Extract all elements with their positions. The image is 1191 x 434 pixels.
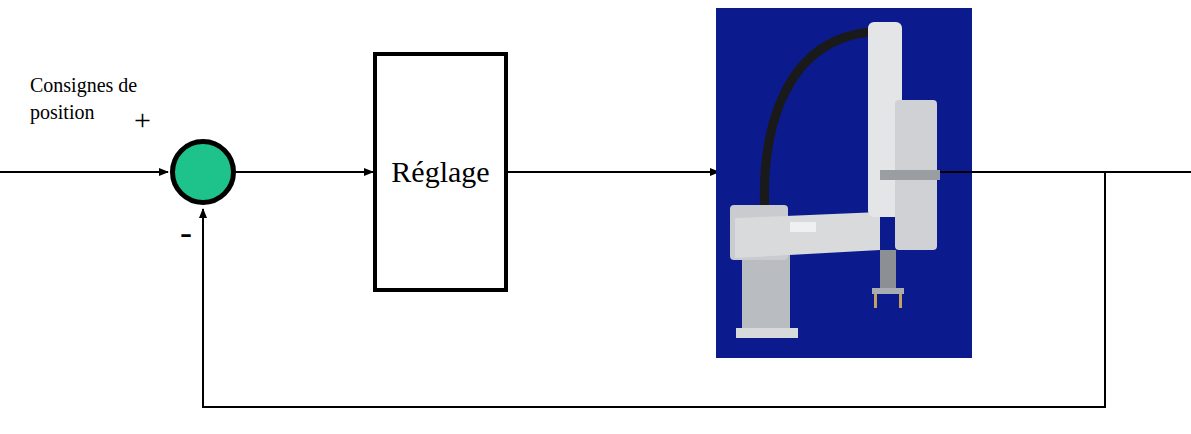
robot-illustration — [716, 8, 972, 358]
sign-label: + — [134, 100, 164, 141]
signal-connector — [236, 171, 373, 173]
summing-junction — [170, 139, 236, 205]
node-text: Réglage — [391, 155, 489, 189]
control-line — [508, 171, 719, 173]
feedback-line — [203, 172, 1105, 407]
input-line — [0, 171, 168, 173]
circle-outline — [170, 139, 236, 205]
output-line — [940, 171, 1191, 173]
process-box: Réglage — [373, 52, 508, 292]
sign-label: - — [180, 208, 210, 257]
signal-label: Consignes de position — [30, 72, 152, 126]
